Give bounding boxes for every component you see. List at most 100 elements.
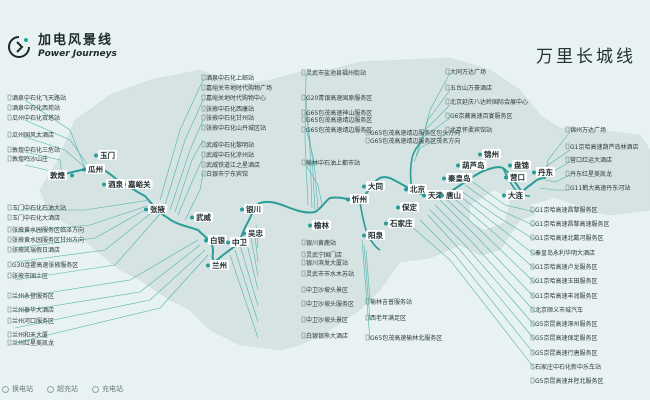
- route-line: [59, 166, 546, 263]
- charging-pile-icon: [7, 204, 12, 211]
- station-label: G1京哈高速葫芦岛林酒店: [570, 143, 638, 151]
- station-label: 白银银熊大酒店: [306, 332, 348, 340]
- charging-pile-icon: [445, 112, 450, 119]
- city-label: 榆林: [314, 220, 329, 230]
- charging-pile-icon: [530, 249, 535, 256]
- station-label: G5京昆高速保定服务区: [535, 334, 597, 342]
- charging-pile-icon: [201, 84, 206, 91]
- bohai-sea: [470, 190, 510, 230]
- city-label: 武威: [196, 212, 211, 222]
- supercharge-station-icon: [47, 385, 54, 393]
- charging-pile-icon: [530, 263, 535, 270]
- city-marker: [504, 175, 508, 180]
- route-branch-north: [409, 139, 423, 191]
- city-label: 忻州: [352, 194, 367, 204]
- charging-pile-icon: [201, 170, 206, 177]
- city-label: 锦州: [484, 149, 499, 159]
- city-label-bg: [244, 204, 263, 214]
- legend-charge-station: 充电站: [92, 384, 123, 394]
- charging-pile-icon: [530, 292, 535, 299]
- station-label: 瓜州国风太酒店: [12, 131, 54, 139]
- station-label: G65包茂高速榆林北服务区: [370, 334, 442, 342]
- charging-pile-icon: [201, 94, 206, 101]
- station-label: 银川滨发大厦站: [306, 259, 348, 267]
- city-marker: [206, 263, 210, 268]
- city-marker: [362, 233, 366, 238]
- station-label: 敦煌鸣沙山庄: [12, 155, 48, 163]
- charging-pile-icon: [301, 69, 306, 76]
- station-label: 灵武市盐池县福州街站: [306, 69, 366, 77]
- city-label: 营口: [510, 172, 525, 182]
- city-label: 酒泉: [108, 179, 123, 189]
- city-label-bg: [408, 184, 427, 194]
- station-label: G11鹤大高速丹东河站: [570, 184, 630, 192]
- station-label: 中卫沙坡头服务区: [306, 300, 354, 308]
- city-marker: [508, 163, 512, 168]
- map-legend: 换电站 超充站 充电站: [2, 384, 123, 394]
- charge-station-icon: [92, 385, 99, 393]
- legend-label: 超充站: [57, 385, 78, 393]
- city-label: 大连: [508, 190, 523, 200]
- city-label-bg: [246, 228, 265, 238]
- station-label: G65包茂高速靖边服务区: [306, 116, 372, 124]
- power-journeys-logo-icon: [8, 36, 30, 58]
- station-label: 北京顺义市城汽车: [535, 306, 583, 314]
- charging-pile-icon: [7, 236, 12, 243]
- station-label: 瓜州中石化双塔站: [12, 114, 60, 122]
- city-marker: [190, 215, 194, 220]
- charging-pile-icon: [201, 124, 206, 131]
- station-label: 张掖中石化山丹城区站: [206, 124, 266, 132]
- station-label: 营口红运大酒店: [570, 156, 612, 164]
- city-label-bg: [512, 160, 531, 170]
- city-marker: [440, 193, 444, 198]
- city-marker: [478, 152, 482, 157]
- charging-pile-icon: [7, 331, 12, 338]
- station-label: G5京昆高速涿州服务区: [535, 320, 597, 328]
- city-marker: [404, 187, 408, 192]
- charging-pile-icon: [530, 334, 535, 341]
- legend-label: 充电站: [102, 385, 123, 393]
- station-label: G30连霍高速张掖服务区: [12, 261, 78, 269]
- city-label: 丹东: [538, 167, 553, 177]
- city-label: 敦煌: [50, 170, 65, 180]
- city-label: 盘锦: [514, 160, 529, 170]
- station-label: 灵武市市水木苏站: [306, 270, 354, 278]
- station-label: 兰州红星美凯龙: [12, 339, 54, 347]
- station-label: G65包茂高速靖边服务区茂名方向: [370, 137, 460, 145]
- city-label-bg: [366, 181, 385, 191]
- charging-pile-icon: [530, 377, 535, 384]
- station-label: 张掖黄水园服务区甘州方向: [12, 236, 84, 244]
- station-label: G5京昆高速行唐服务区: [535, 349, 597, 357]
- charging-pile-icon: [301, 286, 306, 293]
- charging-pile-icon: [7, 155, 12, 162]
- charging-pile-icon: [301, 109, 306, 116]
- charging-pile-icon: [7, 261, 12, 268]
- station-label: G6京藏高速百宴服务区: [450, 112, 512, 120]
- station-label: G1京哈高速昌黎服务区: [535, 206, 597, 214]
- city-label-bg: [148, 204, 167, 214]
- city-label: 北京: [410, 184, 425, 194]
- city-label-bg: [536, 167, 555, 177]
- swap-station-icon: [2, 385, 9, 393]
- city-marker: [144, 207, 148, 212]
- charging-pile-icon: [7, 246, 12, 253]
- station-label: 五台山万豪酒店: [450, 84, 492, 92]
- city-marker: [362, 184, 366, 189]
- charging-pile-icon: [201, 114, 206, 121]
- city-label-bg: [230, 237, 249, 247]
- station-label: 张掖中石化甘州站: [206, 114, 254, 122]
- charging-pile-icon: [565, 156, 570, 163]
- charging-pile-icon: [565, 143, 570, 150]
- station-label: G1京哈高速昌黎高速服务区: [535, 220, 609, 228]
- city-label-bg: [350, 194, 369, 204]
- city-label: 白银: [210, 235, 225, 245]
- station-label: 石家庄中石化新中乐车站: [535, 363, 601, 371]
- station-label: 丹东红星美凯龙: [570, 170, 612, 178]
- city-marker: [346, 197, 350, 202]
- station-label: 大同万达广场: [450, 68, 486, 76]
- city-label-bg: [400, 202, 419, 212]
- station-label: G20青银高速固原服务区: [306, 94, 372, 102]
- legend-supercharge-station: 超充站: [47, 384, 78, 394]
- charging-pile-icon: [530, 206, 535, 213]
